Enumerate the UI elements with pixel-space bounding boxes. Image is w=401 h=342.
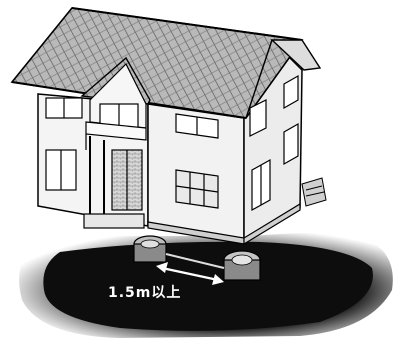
distance-label: 1.5m以上 <box>108 282 181 302</box>
ground-shadow <box>19 233 393 338</box>
right-tank <box>224 251 260 280</box>
left-tank <box>134 236 166 262</box>
side-outdoor-unit <box>302 178 326 206</box>
